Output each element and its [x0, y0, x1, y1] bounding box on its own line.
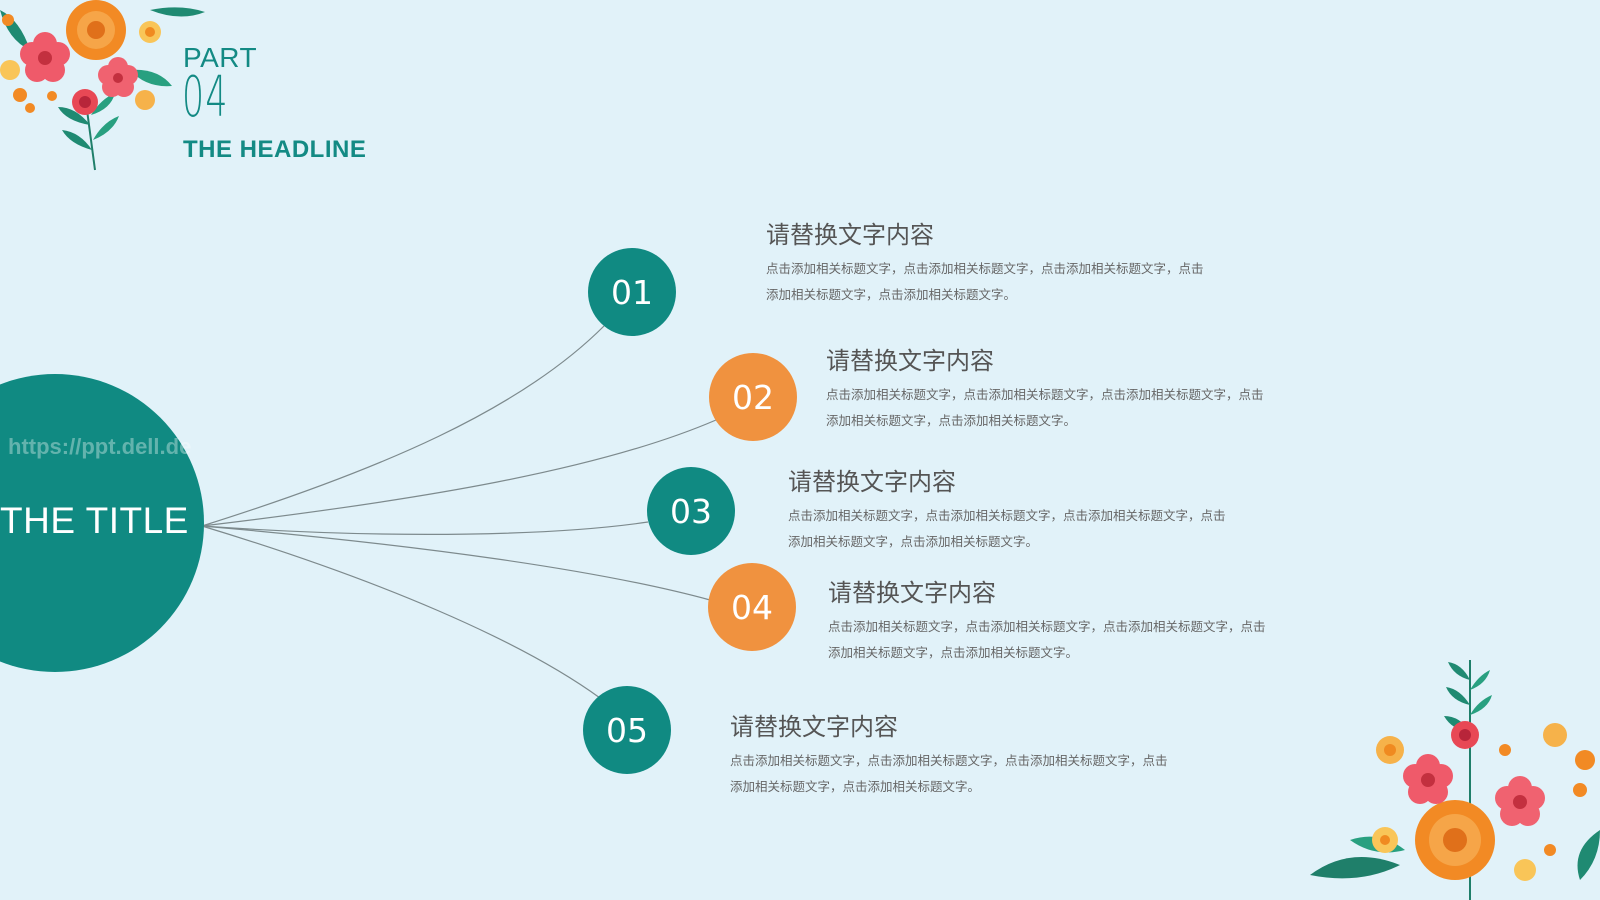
item-block-05: 请替换文字内容 点击添加相关标题文字，点击添加相关标题文字，点击添加相关标题文字… [730, 712, 1190, 800]
flower-bouquet-top-left-icon [0, 0, 205, 171]
node-02: 02 [709, 353, 797, 441]
node-04: 04 [708, 563, 796, 651]
item-block-02: 请替换文字内容 点击添加相关标题文字，点击添加相关标题文字，点击添加相关标题文字… [826, 346, 1286, 434]
item-desc: 点击添加相关标题文字，点击添加相关标题文字，点击添加相关标题文字，点击添加相关标… [826, 387, 1264, 428]
item-block-01: 请替换文字内容 点击添加相关标题文字，点击添加相关标题文字，点击添加相关标题文字… [766, 220, 1226, 308]
part-number: 04 [182, 65, 229, 130]
node-01: 01 [588, 248, 676, 336]
item-desc: 点击添加相关标题文字，点击添加相关标题文字，点击添加相关标题文字，点击添加相关标… [766, 261, 1204, 302]
connector-line-03 [201, 521, 649, 535]
item-desc: 点击添加相关标题文字，点击添加相关标题文字，点击添加相关标题文字，点击添加相关标… [788, 508, 1226, 549]
item-desc: 点击添加相关标题文字，点击添加相关标题文字，点击添加相关标题文字，点击添加相关标… [730, 753, 1168, 794]
main-title: THE TITLE [0, 500, 189, 541]
node-03: 03 [647, 467, 735, 555]
item-desc: 点击添加相关标题文字，点击添加相关标题文字，点击添加相关标题文字，点击添加相关标… [828, 619, 1266, 660]
connector-line-02 [201, 419, 717, 527]
item-title: 请替换文字内容 [828, 579, 996, 607]
connector-line-01 [201, 325, 605, 527]
headline: THE HEADLINE [183, 136, 367, 163]
watermark: https://ppt.dell.de [8, 434, 192, 459]
item-title: 请替换文字内容 [766, 221, 934, 249]
item-block-04: 请替换文字内容 点击添加相关标题文字，点击添加相关标题文字，点击添加相关标题文字… [828, 578, 1288, 666]
part-label: PART [183, 42, 258, 73]
node-05: 05 [583, 686, 671, 774]
item-block-03: 请替换文字内容 点击添加相关标题文字，点击添加相关标题文字，点击添加相关标题文字… [788, 467, 1248, 555]
connector-line-04 [201, 525, 711, 601]
item-title: 请替换文字内容 [788, 468, 956, 496]
item-title: 请替换文字内容 [730, 713, 898, 741]
connector-line-05 [201, 525, 601, 699]
flower-bouquet-bottom-right-icon [1310, 660, 1600, 900]
item-title: 请替换文字内容 [826, 347, 994, 375]
